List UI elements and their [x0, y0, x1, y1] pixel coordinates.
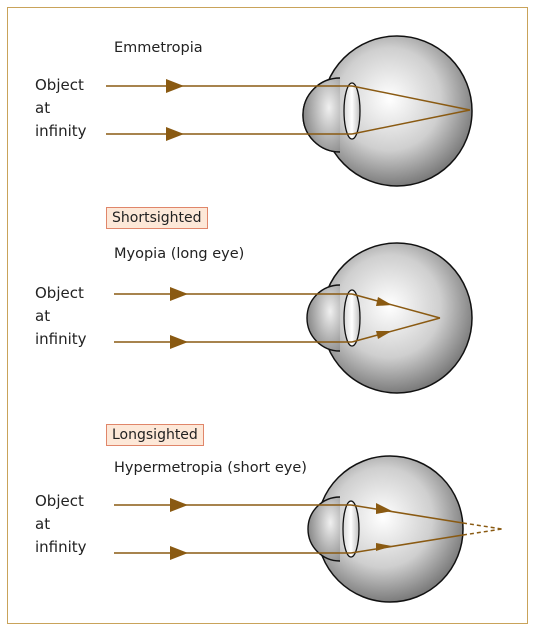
eyeball	[308, 456, 463, 602]
lens	[343, 501, 359, 557]
